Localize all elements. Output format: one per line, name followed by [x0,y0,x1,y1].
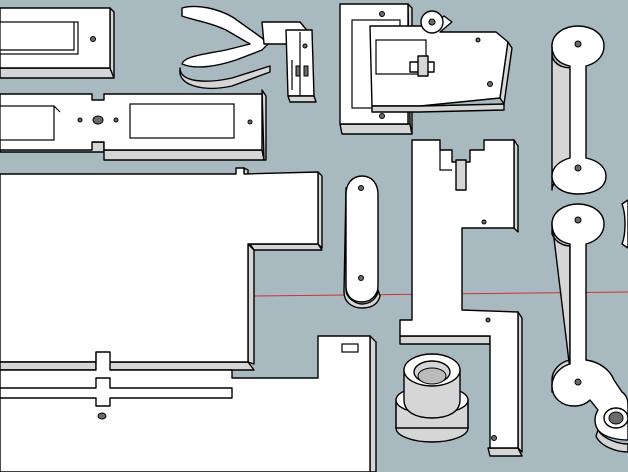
servo-mount-frame[interactable] [339,3,513,135]
gripper-claw[interactable] [179,5,317,103]
servo-bracket-top[interactable] [0,7,115,79]
link-bar-top-right[interactable] [551,25,607,195]
link-bar-bottom-right[interactable] [551,199,628,453]
short-link-bar[interactable] [343,175,381,309]
base-plate-large[interactable] [0,167,323,371]
servo-bracket-middle[interactable] [0,89,267,161]
bushing-cylinder[interactable] [395,353,469,443]
lower-plate[interactable] [0,335,377,472]
upright-arm-plate[interactable] [399,139,523,457]
